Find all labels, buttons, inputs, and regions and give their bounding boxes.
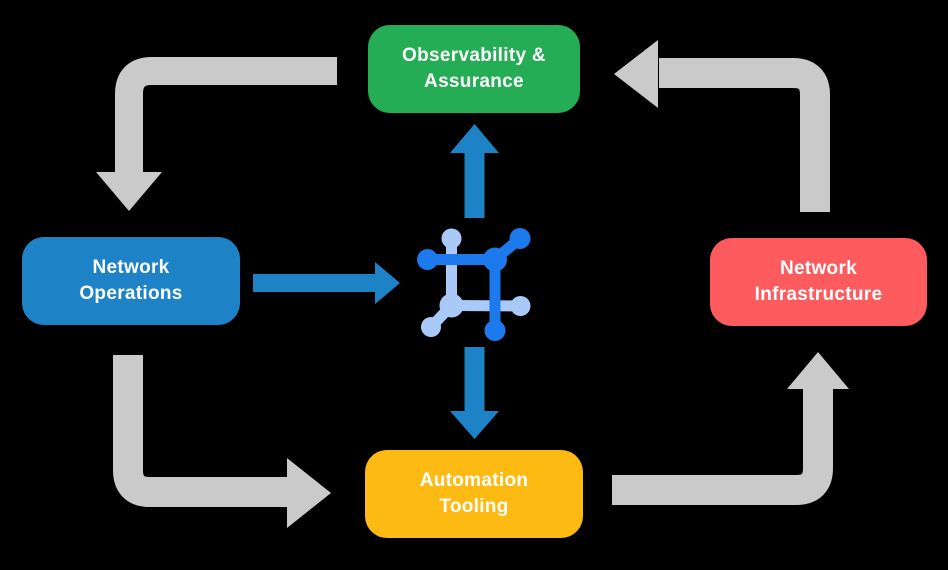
node-network-infrastructure-label: Network Infrastructure (754, 258, 883, 305)
node-network-operations: Network Operations (22, 237, 240, 325)
flow-arrow-observability-to-operations (96, 57, 337, 211)
node-observability-assurance: Observability & Assurance (368, 25, 580, 113)
flow-arrow-operations-to-automation (113, 355, 331, 528)
node-observability-assurance-label: Observability & Assurance (402, 45, 546, 92)
arrow-operations-to-center (253, 262, 400, 304)
arrow-center-to-observability (450, 124, 499, 218)
node-network-operations-label: Network Operations (79, 257, 183, 304)
flow-arrow-infrastructure-to-observability (614, 40, 830, 212)
node-network-infrastructure: Network Infrastructure (710, 238, 927, 326)
node-automation-tooling: Automation Tooling (365, 450, 583, 538)
network-automation-icon (417, 228, 531, 341)
node-automation-tooling-label: Automation Tooling (419, 470, 529, 517)
flow-arrow-automation-to-infrastructure (612, 352, 849, 505)
arrow-center-to-automation (450, 347, 499, 439)
